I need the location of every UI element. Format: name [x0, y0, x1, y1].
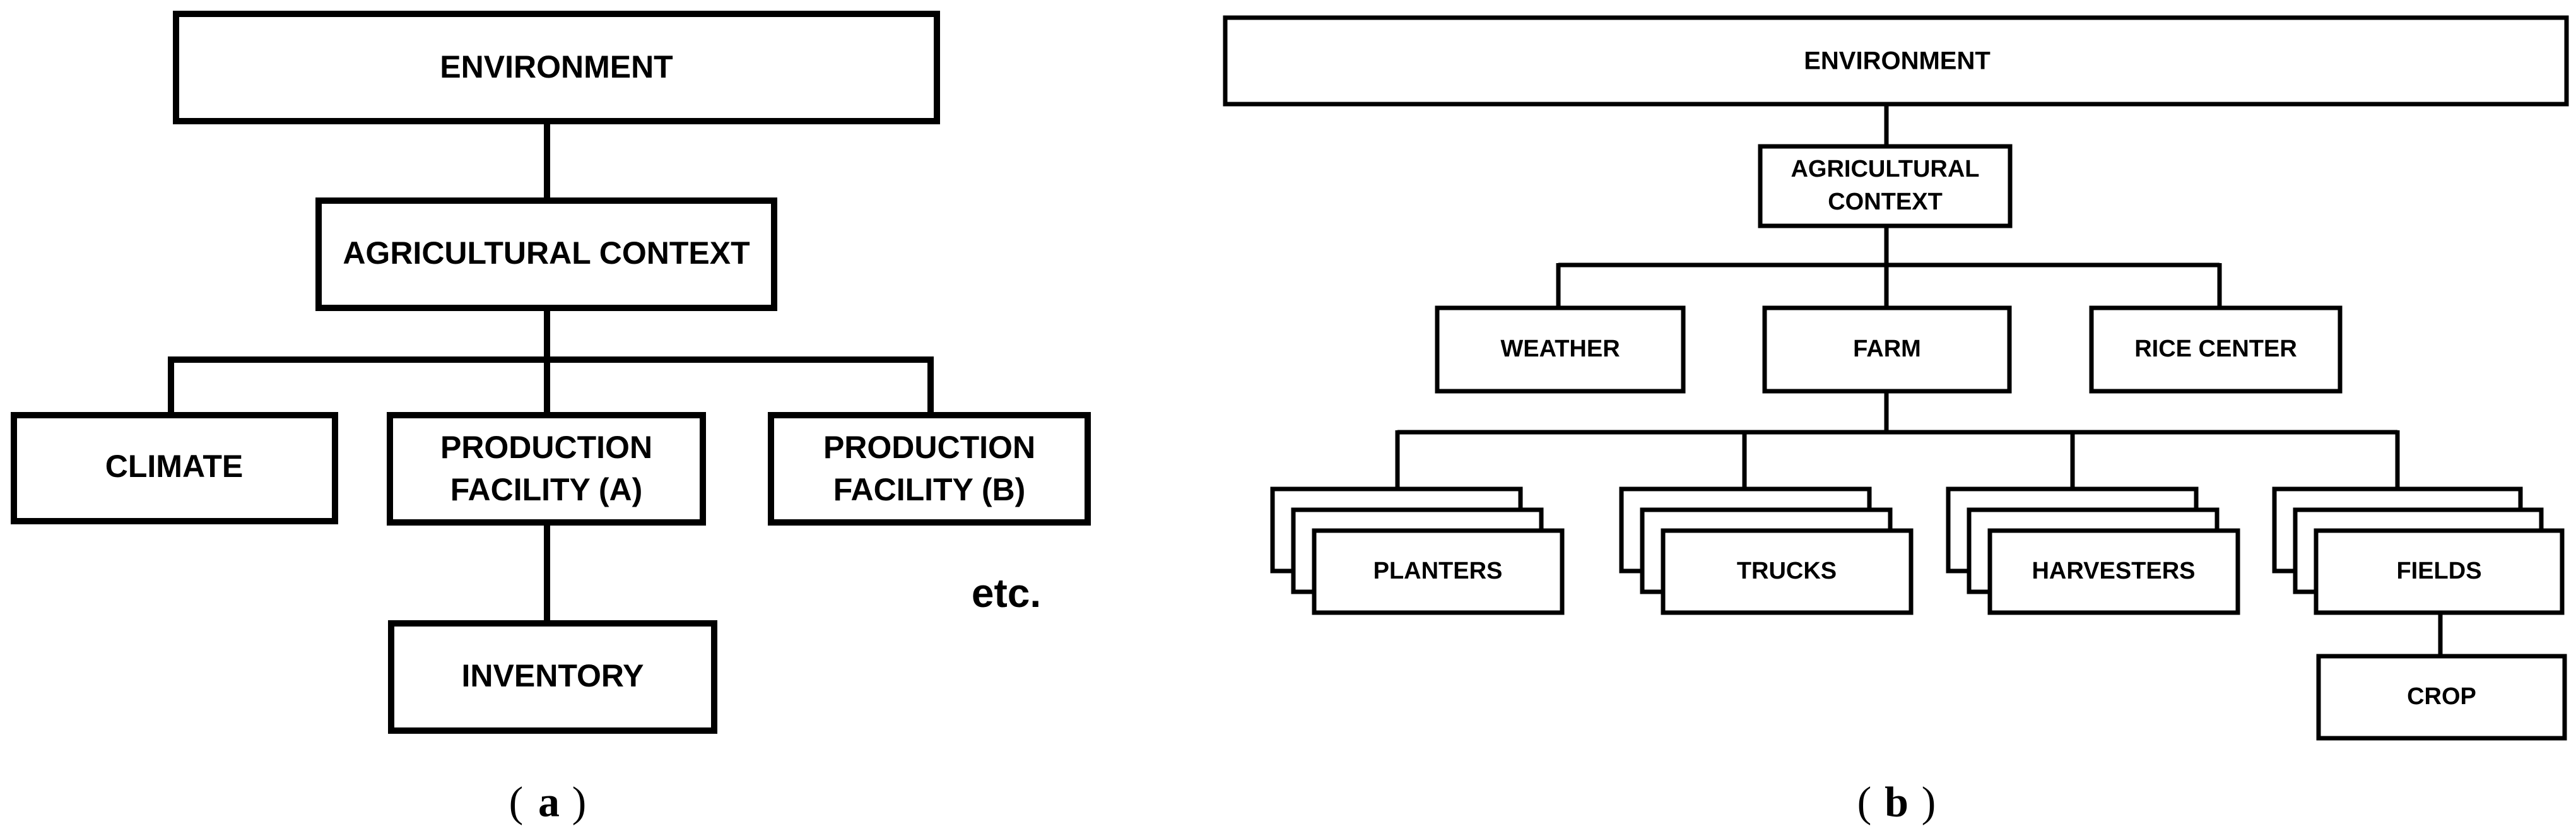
svg-text:): ): [1922, 778, 1936, 826]
svg-text:AGRICULTURAL: AGRICULTURAL: [1791, 156, 1979, 182]
node-b-trucks-stack: TRUCKS: [1619, 486, 1914, 615]
node-b-environment: ENVIRONMENT: [1223, 15, 2569, 107]
svg-text:CROP: CROP: [2407, 683, 2476, 710]
node-b-agricultural-context: AGRICULTURAL CONTEXT: [1758, 144, 2013, 228]
svg-text:CLIMATE: CLIMATE: [105, 449, 243, 484]
harvesters-label: HARVESTERS: [2032, 558, 2195, 584]
svg-text:(: (: [509, 778, 524, 826]
node-a-agricultural-context: AGRICULTURAL CONTEXT: [315, 197, 777, 311]
node-b-rice-center: RICE CENTER: [2089, 305, 2343, 394]
svg-text:FARM: FARM: [1853, 336, 1921, 362]
svg-text:ENVIRONMENT: ENVIRONMENT: [440, 49, 673, 85]
node-b-farm: FARM: [1762, 305, 2012, 394]
trucks-label: TRUCKS: [1737, 558, 1837, 584]
node-a-inventory: INVENTORY: [388, 620, 717, 734]
svg-text:WEATHER: WEATHER: [1500, 336, 1620, 362]
node-a-climate: CLIMATE: [11, 412, 338, 524]
caption-a: ( a ): [509, 778, 587, 826]
diagram-b: ENVIRONMENT AGRICULTURAL CONTEXT WEATHER…: [1223, 15, 2569, 826]
diagram-b-connectors: [1395, 104, 2443, 656]
caption-b: ( b ): [1857, 778, 1936, 826]
svg-text:INVENTORY: INVENTORY: [462, 658, 644, 693]
svg-text:CONTEXT: CONTEXT: [1828, 189, 1943, 215]
node-b-crop: CROP: [2316, 654, 2567, 741]
node-b-fields-stack: FIELDS: [2272, 486, 2565, 615]
svg-text:FACILITY (B): FACILITY (B): [833, 472, 1026, 507]
planters-label: PLANTERS: [1373, 558, 1503, 584]
svg-text:FACILITY (A): FACILITY (A): [450, 472, 643, 507]
svg-text:(: (: [1857, 778, 1872, 826]
etc-label: etc.: [972, 570, 1041, 616]
node-b-weather: WEATHER: [1435, 305, 1686, 394]
svg-text:AGRICULTURAL CONTEXT: AGRICULTURAL CONTEXT: [343, 235, 750, 271]
svg-text:PRODUCTION: PRODUCTION: [823, 430, 1035, 465]
node-b-planters-stack: PLANTERS: [1270, 486, 1565, 615]
svg-text:): ): [572, 778, 587, 826]
node-a-production-facility-a: PRODUCTION FACILITY (A): [387, 412, 706, 526]
svg-text:b: b: [1885, 778, 1908, 826]
node-b-harvesters-stack: HARVESTERS: [1946, 486, 2240, 615]
node-a-environment: ENVIRONMENT: [173, 11, 940, 124]
svg-text:RICE CENTER: RICE CENTER: [2134, 336, 2297, 362]
svg-text:a: a: [538, 778, 560, 826]
diagram-a-connectors: [168, 121, 934, 621]
node-a-production-facility-b: PRODUCTION FACILITY (B): [768, 412, 1091, 526]
diagram-a: ENVIRONMENT AGRICULTURAL CONTEXT CLIMATE…: [11, 11, 1091, 826]
svg-text:ENVIRONMENT: ENVIRONMENT: [1804, 47, 1991, 75]
fields-label: FIELDS: [2396, 558, 2481, 584]
svg-text:PRODUCTION: PRODUCTION: [440, 430, 652, 465]
